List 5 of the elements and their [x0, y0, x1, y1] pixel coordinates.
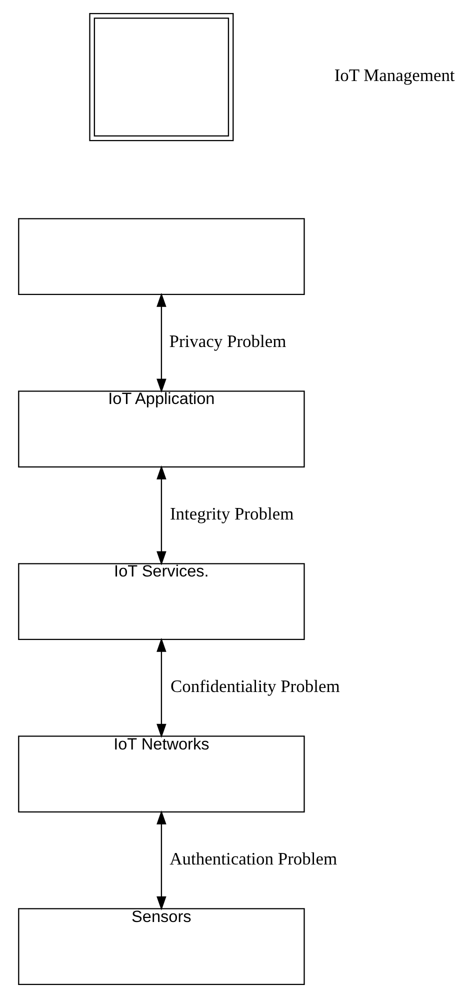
edge-label: Confidentiality Problem	[170, 676, 340, 696]
edge-label: Privacy Problem	[168, 330, 286, 351]
edge-label: Authentication Problem	[169, 848, 337, 868]
label: IoT Management	[334, 65, 454, 86]
edge-label: Integrity Problem	[169, 503, 294, 524]
